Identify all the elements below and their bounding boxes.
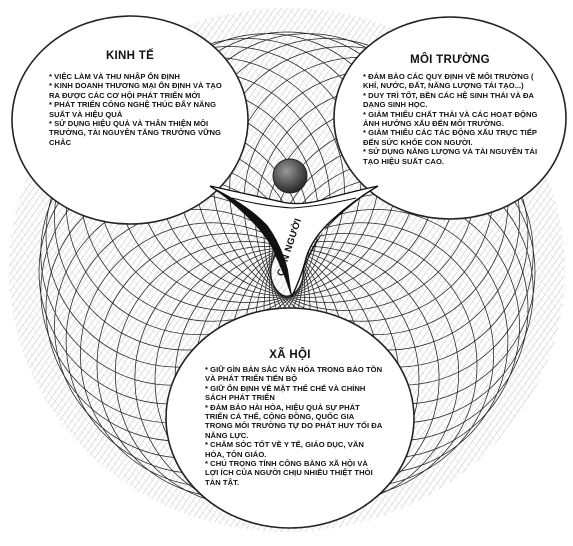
society-item: * GIỮ ỔN ĐỊNH VỀ MẶT THỂ CHẾ VÀ CHÍNH SÁ… [205,384,383,403]
society-item: * CHĂM SÓC TỐT VỀ Y TẾ, GIÁO DỤC, VĂN HÓ… [205,440,383,459]
society-list: * GIỮ GÌN BẢN SẮC VĂN HÓA TRONG BẢO TỒN … [205,365,383,487]
economy-item: * VIỆC LÀM VÀ THU NHẬP ỔN ĐỊNH [49,72,227,81]
environment-list: * ĐẢM BẢO CÁC QUY ĐỊNH VỀ MÔI TRƯỜNG ( K… [363,72,546,166]
society-item: * CHÚ TRỌNG TÍNH CÔNG BẰNG XÃ HỘI VÀ LỢI… [205,459,383,487]
environment-item: * ĐẢM BẢO CÁC QUY ĐỊNH VỀ MÔI TRƯỜNG ( K… [363,72,546,91]
society-item: * ĐẢM BẢO HÀI HÒA, HIỆU QUẢ SỰ PHÁT TRIỂ… [205,403,383,441]
economy-item: * SỬ DỤNG HIỆU QUẢ VÀ THÂN THIỆN MÔI TRƯ… [49,119,227,147]
economy-list: * VIỆC LÀM VÀ THU NHẬP ỔN ĐỊNH * KINH DO… [49,72,227,147]
society-item: * GIỮ GÌN BẢN SẮC VĂN HÓA TRONG BẢO TỒN … [205,365,383,384]
environment-item: * GIẢM THIỂU CÁC TÁC ĐỘNG XẤU TRỰC TIẾP … [363,128,546,147]
society-title: XÃ HỘI [238,349,342,361]
economy-title: KINH TẾ [70,50,190,62]
environment-item: * SỬ DỤNG NĂNG LƯỢNG VÀ TÀI NGUYÊN TÁI T… [363,147,546,166]
environment-item: * GIẢM THIỂU CHẤT THẢI VÀ CÁC HOẠT ĐỘNG … [363,110,546,129]
economy-item: * PHÁT TRIỂN CÔNG NGHỆ THÚC ĐẨY NĂNG SUẤ… [49,100,227,119]
environment-item: * DUY TRÌ TỐT, BỀN CÁC HỆ SINH THÁI VÀ Đ… [363,91,546,110]
economy-item: * KINH DOANH THƯƠNG MẠI ỔN ĐỊNH VÀ TẠO R… [49,81,227,100]
environment-title: MÔI TRƯỜNG [395,54,505,66]
